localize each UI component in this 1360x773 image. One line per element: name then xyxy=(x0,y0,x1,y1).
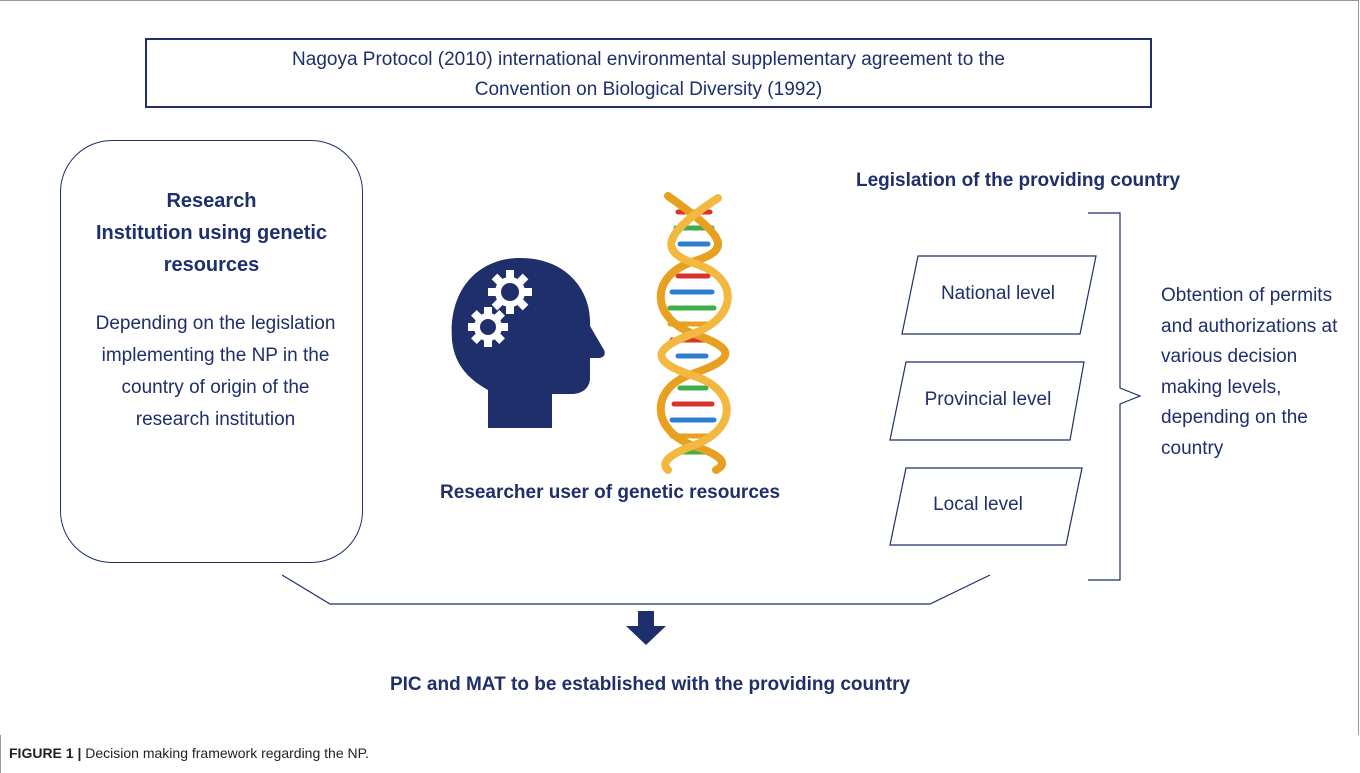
research-institution-box: Research Institution using genetic resou… xyxy=(60,140,363,563)
legislation-title: Legislation of the providing country xyxy=(856,170,1181,191)
dna-helix-icon xyxy=(656,192,732,474)
legislation-brace xyxy=(1088,212,1142,581)
figure-caption: FIGURE 1 | Decision making framework reg… xyxy=(9,745,369,761)
national-level-box xyxy=(901,255,1097,335)
local-level-label: Local level xyxy=(933,494,1023,515)
permits-note: Obtention of permits and authorizations … xyxy=(1161,285,1338,459)
institution-title-line-3: resources xyxy=(163,254,260,276)
research-institution-description: Depending on the legislation implementin… xyxy=(95,313,336,430)
research-institution-title: Research Institution using genetic resou… xyxy=(61,185,362,281)
provincial-level-box xyxy=(889,361,1085,441)
provincial-level-label: Provincial level xyxy=(924,389,1052,410)
researcher-label: Researcher user of genetic resources xyxy=(439,482,781,503)
figure-frame-left-edge xyxy=(0,735,1,773)
converging-connector xyxy=(281,574,991,605)
down-arrow-icon xyxy=(626,611,666,645)
nagoya-protocol-line-2: Convention on Biological Diversity (1992… xyxy=(474,79,823,100)
institution-title-line-2: Institution using genetic xyxy=(95,222,328,244)
institution-title-line-1: Research xyxy=(166,190,257,212)
figure-frame xyxy=(0,0,1359,735)
figure-caption-text: Decision making framework regarding the … xyxy=(81,745,370,761)
head-gears-icon xyxy=(451,258,605,428)
national-level-label: National level xyxy=(940,283,1056,304)
nagoya-protocol-box: Nagoya Protocol (2010) international env… xyxy=(145,38,1152,108)
local-level-box xyxy=(889,467,1083,546)
figure-caption-label: FIGURE 1 | xyxy=(9,745,82,761)
pic-mat-label: PIC and MAT to be established with the p… xyxy=(389,674,911,695)
nagoya-protocol-line-1: Nagoya Protocol (2010) international env… xyxy=(292,49,1005,70)
